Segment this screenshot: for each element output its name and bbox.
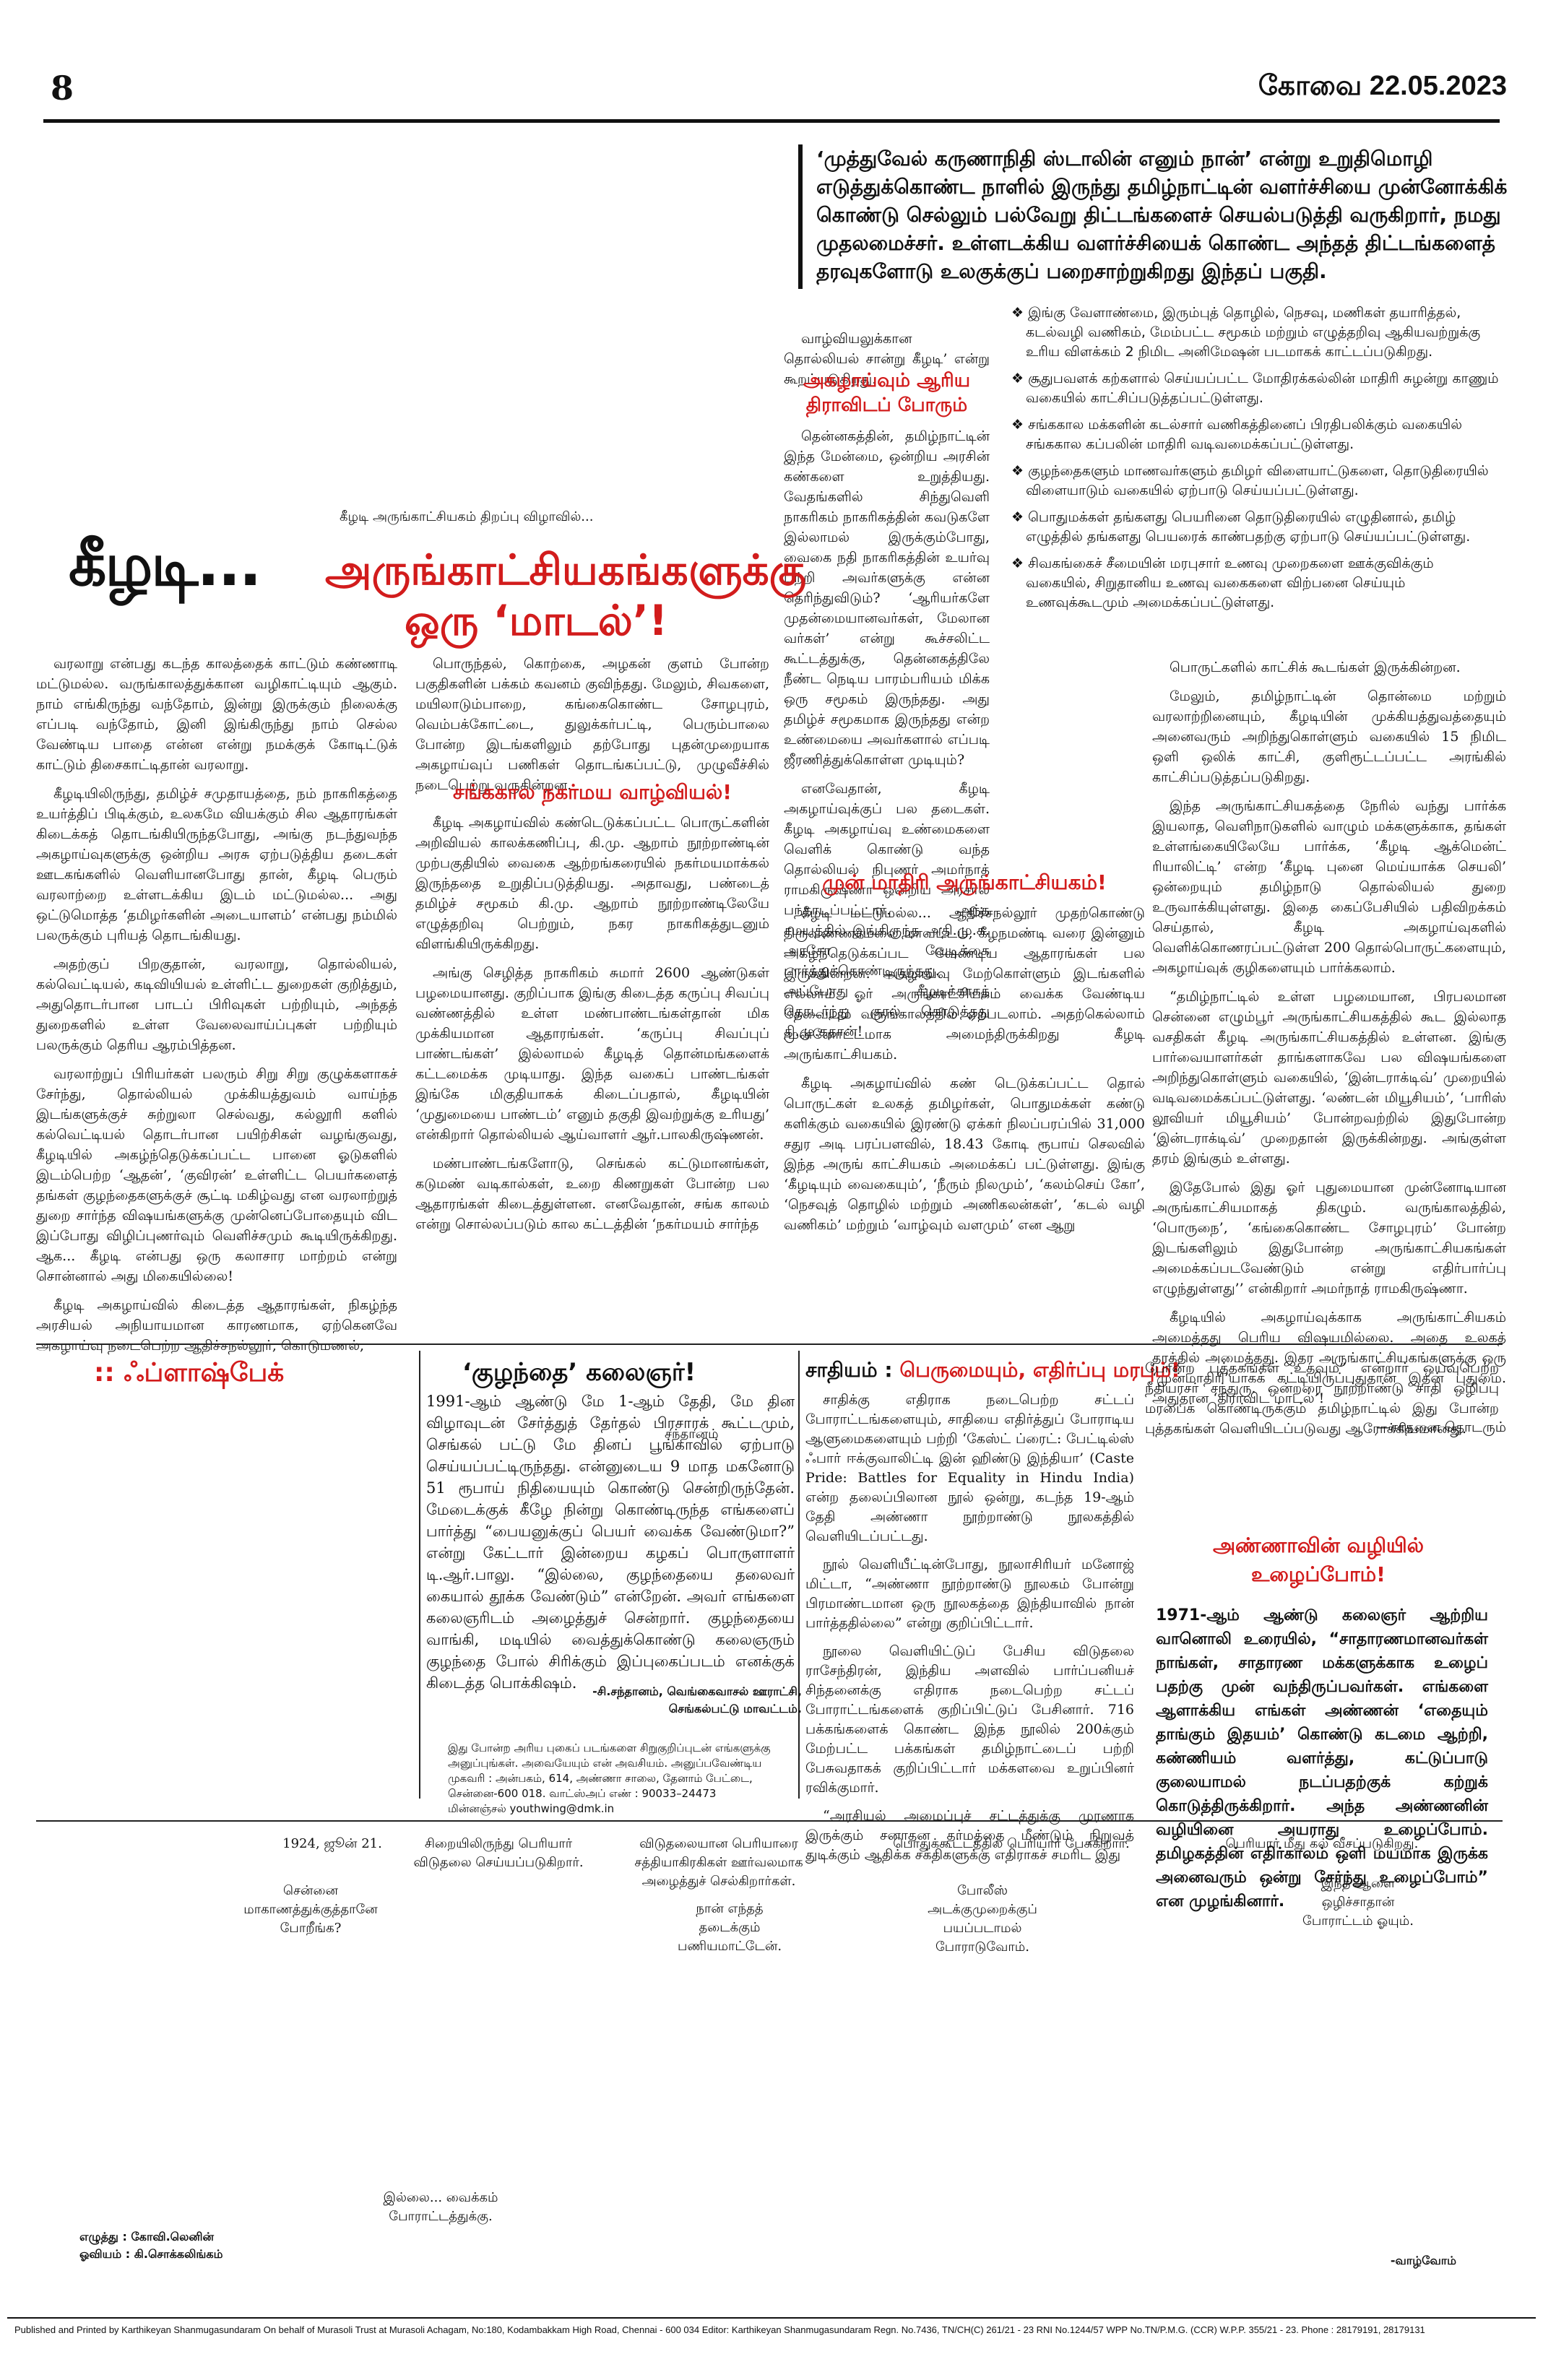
footer-rule [7,2317,1536,2319]
column-rule [798,1351,800,1799]
speech-bubble: நான் எந்தத் தடைக்கும் பணியமாட்டேன். [677,1901,782,1954]
col1-body: வரலாறு என்பது கடந்த காலத்தைக் காட்டும் க… [36,654,397,1364]
col3-top: வாழ்வியலுக்கான தொல்லியல் சான்று கீழடி’ எ… [784,329,990,398]
col3-body: தென்னகத்தின், தமிழ்நாட்டின் இந்த மேன்மை,… [784,426,990,1050]
kuzhandhai-signature: -சி.சந்தானம், வெங்கைவாசல் ஊராட்சி, செங்க… [592,1684,802,1715]
header-rule [43,119,1500,123]
anna-body: 1971-ஆம் ஆண்டு கலைஞர் ஆற்றிய வானொலி உரைய… [1156,1606,1488,1911]
strip-panel-2: சிறையிலிருந்து பெரியார் விடுதலை செய்யப்ப… [413,1836,584,1870]
col2-body: பொருந்தல், கொற்கை, அழகன் குளம் போன்ற பகு… [415,654,769,804]
paragraph: சாதிக்கு எதிராக நடைபெற்ற சட்டப் போராட்டங… [805,1392,1134,1544]
paragraph: கீழடியில் அகழாய்வுக்காக அருங்காட்சியகம் … [1152,1310,1506,1406]
paragraph: மேலும், தமிழ்நாட்டின் தொன்மை மற்றும் வரல… [1152,688,1506,785]
paragraph: அதற்குப் பிறகுதான், வரலாறு, தொல்லியல், க… [36,956,397,1053]
photo-caption: கீழடி அருங்காட்சியகம் திறப்பு விழாவில்..… [340,509,594,524]
column-rule [419,1351,420,1799]
kuzhandhai-title: ‘குழந்தை’ கலைஞர்! [462,1358,696,1387]
strip-credits: எழுத்து : கோவி.லெனின் ஓவியம் : கி.சொக்கல… [79,2230,223,2261]
subheading-model-museum: முன் மாதிரி அருங்காட்சியகம்! [822,870,1107,894]
paragraph: கீழடியிலிருந்து, தமிழ்ச் சமுதாயத்தை, நம்… [36,786,397,943]
edition-date: கோவை 22.05.2023 [1258,71,1507,101]
section-divider [36,1343,1503,1345]
paragraph: வரலாறு என்பது கடந்த காலத்தைக் காட்டும் க… [36,656,397,773]
paragraph: நூலை வெளியிட்டுப் பேசிய விடுதலை ராசேந்தி… [805,1643,1134,1796]
paragraph: கீழடி அகழாய்வில் கண்டெடுக்கப்பட்ட பொருட்… [415,815,769,952]
photo-label: சந்தானம் [665,1427,719,1442]
strip-divider [36,1820,1503,1822]
paragraph: வாழ்வியலுக்கான தொல்லியல் சான்று கீழடி’ எ… [784,331,990,387]
bullet-item: ❖ சிவகங்கைச் சீமையின் மரபுசார் உணவு முறை… [1011,555,1434,610]
intro-accent-bar [798,144,803,289]
strip-panel-3: விடுதலையான பெரியாரை சத்தியாகிரகிகள் ஊர்வ… [634,1836,803,1889]
caste-continuation: போன்ற புத்தகங்கள் உதவும்” என்றார் ஒய்வுப… [1145,1360,1499,1437]
speech-bubble: இல்லை... வைக்கம் போராட்டத்துக்கு. [383,2190,498,2224]
caste-body: சாதிக்கு எதிராக நடைபெற்ற சட்டப் போராட்டங… [805,1390,1134,1874]
paragraph: “அரசியல் அமைப்புச் சட்டத்துக்கு முரணாக இ… [805,1808,1134,1863]
paragraph: மண்பாண்டங்களோடு, செங்கல் கட்டுமானங்கள், … [415,1156,769,1232]
bullet-item: ❖ சங்ககால மக்களின் கடல்சார் வணிகத்தினைப்… [1011,417,1462,452]
paragraph: கீழடி அகழாய்வில் கண் டெடுக்கப்பட்ட தொல் … [784,1076,1145,1233]
kuzhandhai-body: 1991-ஆம் ஆண்டு மே 1-ஆம் தேதி, மே தின விழ… [426,1393,795,1692]
anna-title: அண்ணாவின் வழியில் உழைப்போம்! [1212,1533,1425,1586]
bullet-item: ❖ இங்கு வேளாண்மை, இரும்புத் தொழில், நெசவ… [1011,305,1481,360]
speech-bubble: சென்னை மாகாணத்துக்குத்தானே போறீங்க? [243,1883,378,1936]
paragraph: பொருந்தல், கொற்கை, அழகன் குளம் போன்ற பகு… [415,656,769,793]
paragraph: வரலாற்றுப் பிரியர்கள் பலரும் சிறு சிறு க… [36,1066,397,1284]
strip-panel-1: 1924, ஜூன் 21. [282,1836,382,1851]
paragraph: எனவேதான், கீழடி அகழாய்வுக்குப் பல தடைகள்… [784,781,990,1039]
strip-panel-4: பொதுக்கூட்டத்தில் பெரியார் பேசுகிறார். [893,1836,1130,1851]
bullet-item: ❖ சூதுபவளக் கற்களால் செய்யப்பட்ட மோதிரக்… [1011,371,1499,406]
imprint-line: Published and Printed by Karthikeyan Sha… [14,2324,1425,2335]
headline-model: ஒரு ‘மாடல்’! [405,596,668,645]
feature-bullets: ❖ இங்கு வேளாண்மை, இரும்புத் தொழில், நெசவ… [1011,303,1503,620]
headline-keezhadi: கீழடி... [69,531,262,600]
strip-panel-5: பெரியார் மீது கல் வீசப்படுகிறது. [1225,1836,1419,1851]
strip-end: -வாழ்வோம் [1390,2254,1456,2267]
subheading-urban-life: சங்ககால நகர்மய வாழ்வியல்! [452,780,732,804]
bullet-item: ❖ பொதுமக்கள் தங்களது பெயரினை தொடுதிரையில… [1011,509,1471,545]
speech-bubble: போலீஸ் அடக்குமுறைக்குப் பயப்படாமல் போராட… [928,1883,1037,1955]
paragraph: தென்னகத்தின், தமிழ்நாட்டின் இந்த மேன்மை,… [784,428,990,768]
paragraph: இதேபோல் இது ஓர் புதுமையான முன்னோடியான அர… [1152,1180,1506,1297]
headline-museums: அருங்காட்சியகங்களுக்கு [325,545,806,594]
paragraph: நூல் வெளியீட்டின்போது, நூலாசிரியர் மனோஜ்… [805,1557,1134,1631]
paragraph: கீழடி அகழாய்வில் கிடைத்த ஆதாரங்கள், நிகழ… [36,1297,397,1354]
col2b-body: கீழடி அகழாய்வில் கண்டெடுக்கப்பட்ட பொருட்… [415,813,769,1243]
speech-bubble: இந்த ஆளை ஒழிச்சாதான் போராட்டம் ஓயும். [1302,1876,1414,1929]
paragraph: “தமிழ்நாட்டில் உள்ள பழமையான, பிரபலமான செ… [1152,989,1506,1167]
page-number: 8 [51,69,74,108]
paragraph: கீழடி மட்டுமல்ல... ஆதிச்சநல்லூர் முதற்கொ… [784,905,1145,1063]
flashback-title: :: ஃப்ளாஷ்பேக் [94,1358,285,1388]
paragraph: பொருட்களில் காட்சிக் கூடங்கள் இருக்கின்ற… [1170,659,1461,675]
col3b-body: கீழடி மட்டுமல்ல... ஆதிச்சநல்லூர் முதற்கொ… [784,903,1145,1244]
paragraph: இந்த அருங்காட்சியகத்தை நேரில் வந்து பார்… [1152,798,1506,976]
caste-title: சாதியம் : பெருமையும், எதிர்ப்பு மரபும்! [805,1358,1180,1382]
col4-body: பொருட்களில் காட்சிக் கூடங்கள் இருக்கின்ற… [1152,657,1506,1437]
paragraph: அங்கு செழித்த நாகரிகம் சுமார் 2600 ஆண்டு… [415,965,769,1143]
bullet-item: ❖ குழந்தைகளும் மாணவர்களும் தமிழர் விளையா… [1011,463,1489,498]
subheading-aryan-dravidian: அகழாய்வும் ஆரிய திராவிடப் போரும் [803,370,971,416]
submission-info: இது போன்ற அரிய புகைப் படங்களை சிறுகுறிப்… [448,1741,771,1815]
intro-text: ‘முத்துவேல் கருணாநிதி ஸ்டாலின் எனும் நான… [816,147,1508,283]
series-signature: —சாதனை தொடரும் [1376,1419,1506,1435]
